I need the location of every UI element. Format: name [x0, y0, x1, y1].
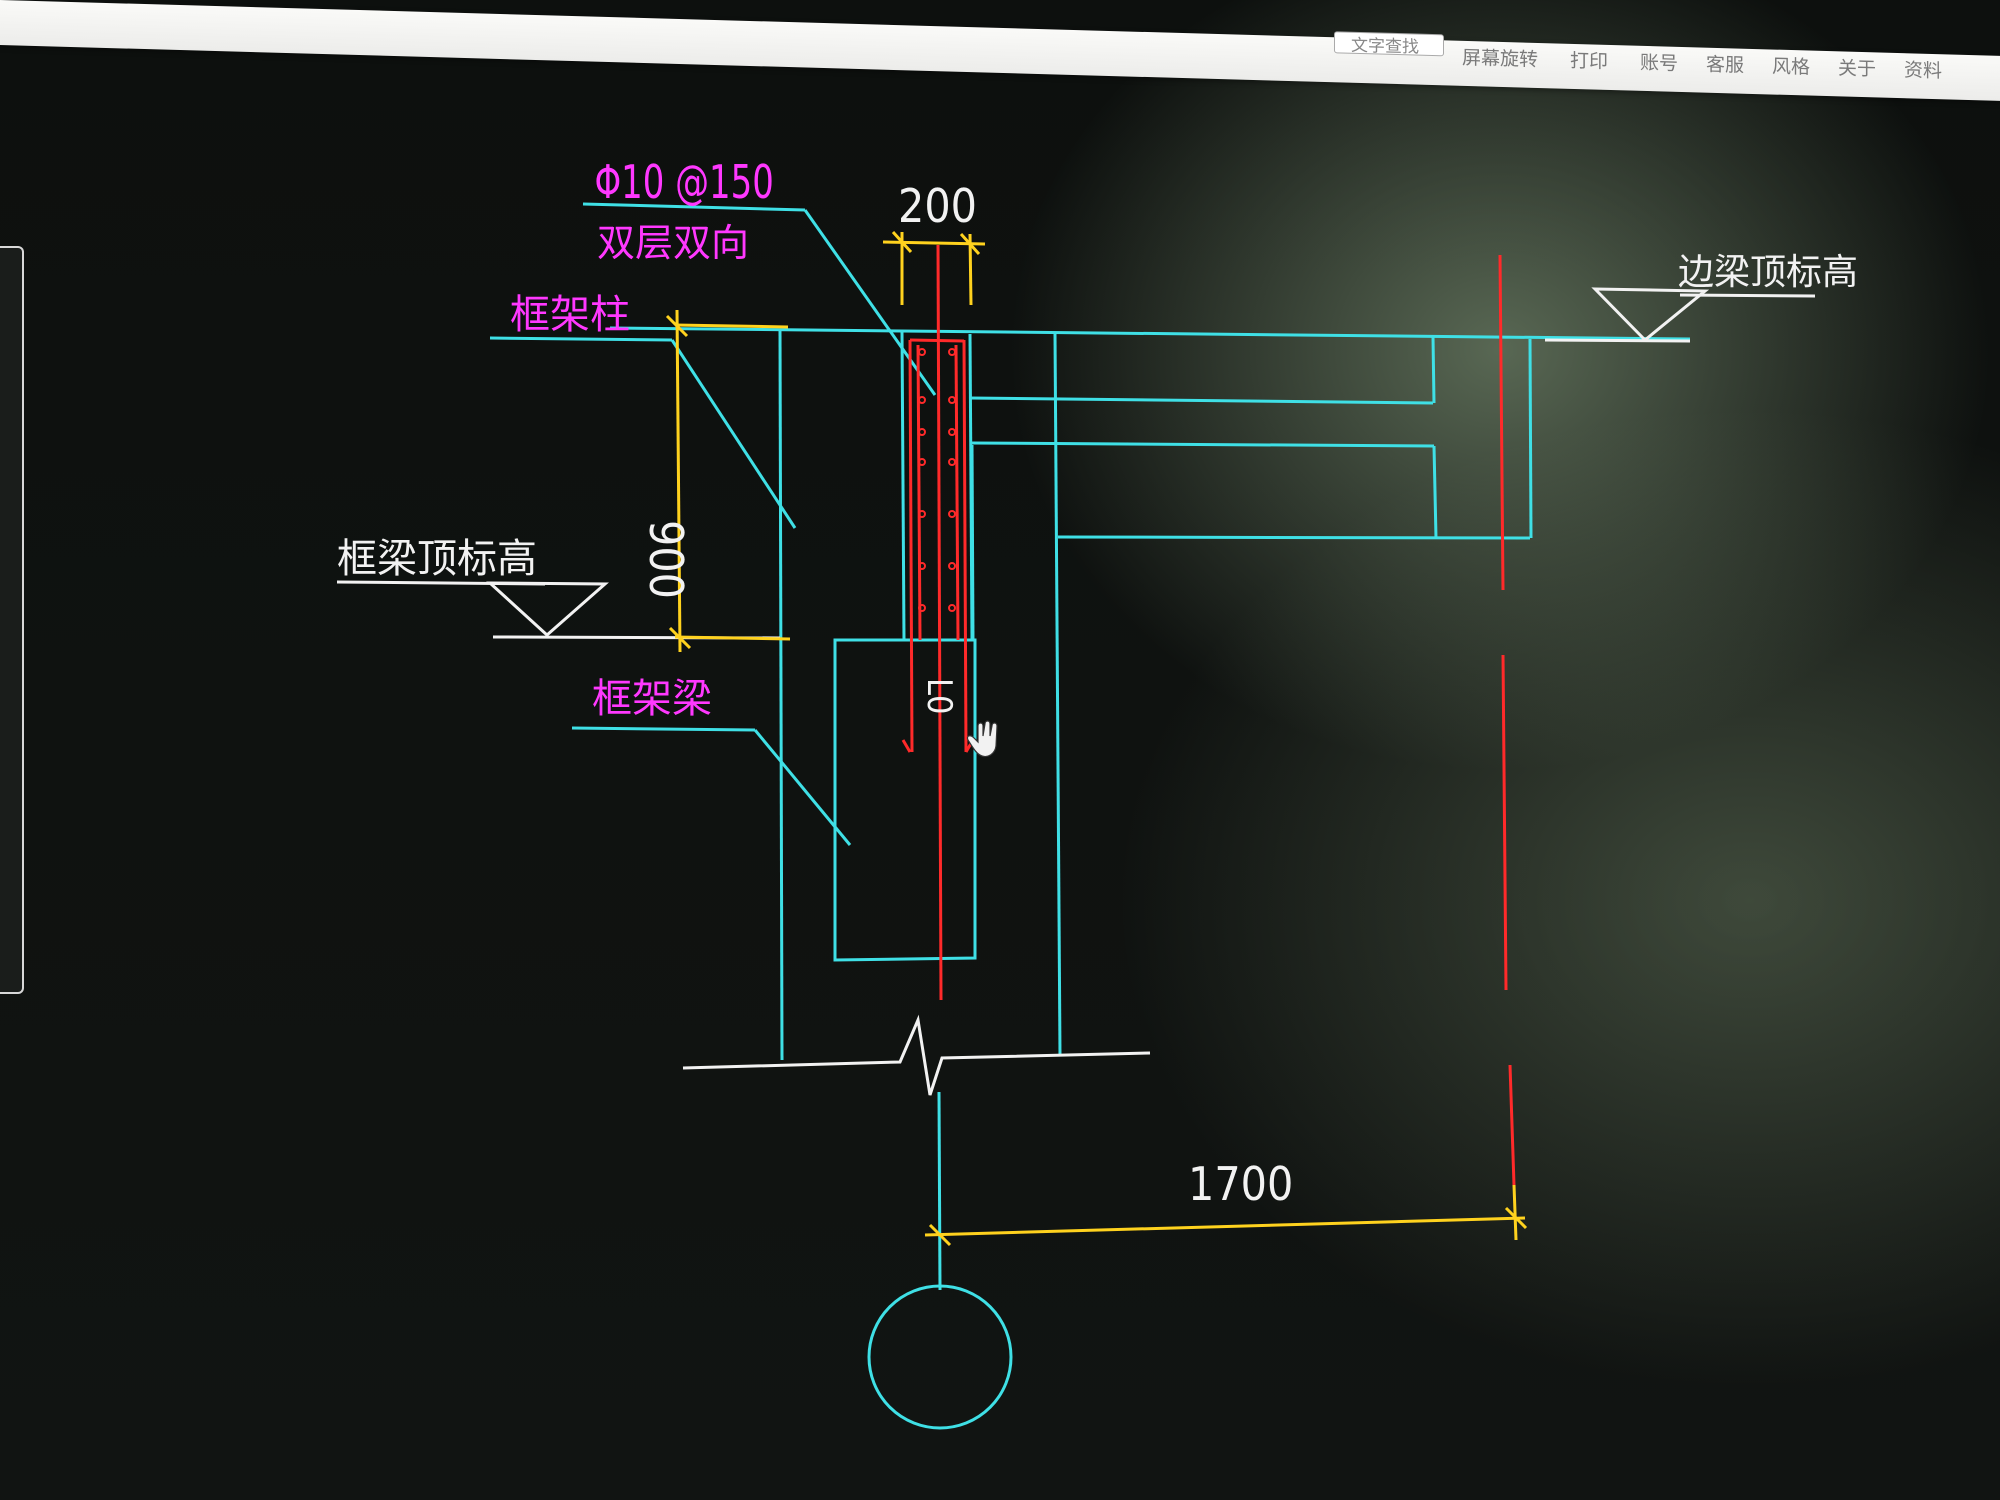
anchorage-text: L0: [919, 678, 959, 715]
column-label: 框架柱: [510, 292, 630, 338]
center-line: [936, 244, 943, 1001]
grid-line-lower: [1508, 1064, 1516, 1186]
dim-1700-text: 1700: [1188, 1157, 1293, 1211]
rebar-lines: [901, 244, 1516, 1186]
beam-label: 框架梁: [592, 676, 712, 722]
side-panel-edge[interactable]: [0, 246, 24, 994]
inner-vertical-line: [970, 444, 975, 641]
rebar-leader-top: [582, 202, 806, 212]
slab-end-line-1: [1431, 336, 1436, 404]
dim-900-ext-top: [674, 323, 789, 329]
axis-bubble: [867, 1284, 1013, 1430]
dim-1700-ticks: [928, 1206, 1528, 1247]
dim-1700-line: [924, 1216, 1526, 1237]
slab-end-line-2: [1432, 445, 1438, 539]
rebar-inner-left: [916, 344, 922, 641]
edge-beam-top-label: 边梁顶标高: [1678, 252, 1858, 293]
rebar-layer-label: 双层双向: [597, 221, 749, 265]
white-lines: [336, 287, 1816, 1096]
grid-line-upper: [1498, 254, 1505, 591]
rebar-dots: [918, 348, 956, 612]
rebar-spec-label: Φ10 @150: [595, 155, 774, 209]
slab-top-line-2: [971, 441, 1435, 448]
axis-line: [937, 1091, 942, 1291]
dimension-lines: [665, 230, 1528, 1247]
frame-beam-top-label: 框梁顶标高: [337, 536, 537, 582]
column-leader-diagonal: [670, 339, 797, 529]
edge-beam-elev-line: [1679, 293, 1816, 298]
slab-top-line: [609, 326, 1691, 341]
slab-bottom-line-1: [969, 396, 1434, 405]
grid-line-middle: [1501, 654, 1508, 991]
dim-200-ticks: [891, 230, 981, 256]
hand-cursor-icon: [966, 720, 998, 758]
column-right-edge: [1053, 333, 1062, 1056]
dim-900-ticks: [665, 314, 692, 650]
edge-beam-level-line: [1544, 338, 1691, 343]
edge-beam-bottom-line: [1057, 535, 1531, 540]
rebar-right: [962, 339, 968, 753]
frame-beam-elev-triangle: [486, 581, 609, 638]
dim-200-text: 200: [898, 179, 977, 233]
column-leader-top: [489, 336, 673, 342]
break-line: [682, 1014, 1151, 1096]
structure-lines: [489, 202, 1691, 1430]
rebar-leader-diagonal: [803, 209, 937, 396]
column-left-edge: [778, 329, 784, 1061]
rebar-hooks: [901, 739, 975, 753]
edge-beam-right-line: [1528, 338, 1533, 539]
dim-900-line: [675, 309, 682, 653]
dim-1700-ext: [1512, 1184, 1518, 1241]
edge-beam-elev-triangle: [1591, 287, 1710, 343]
dim-900-text: 900: [639, 520, 693, 599]
wall-left-edge: [900, 331, 906, 641]
rebar-top: [909, 338, 965, 343]
frame-beam-outline: [833, 638, 977, 962]
rebar-left: [908, 339, 914, 753]
rebar-inner-right: [954, 344, 960, 641]
dim-900-ext-bottom: [674, 635, 791, 641]
beam-leader-top: [571, 726, 756, 732]
beam-leader-diagonal: [753, 729, 852, 846]
